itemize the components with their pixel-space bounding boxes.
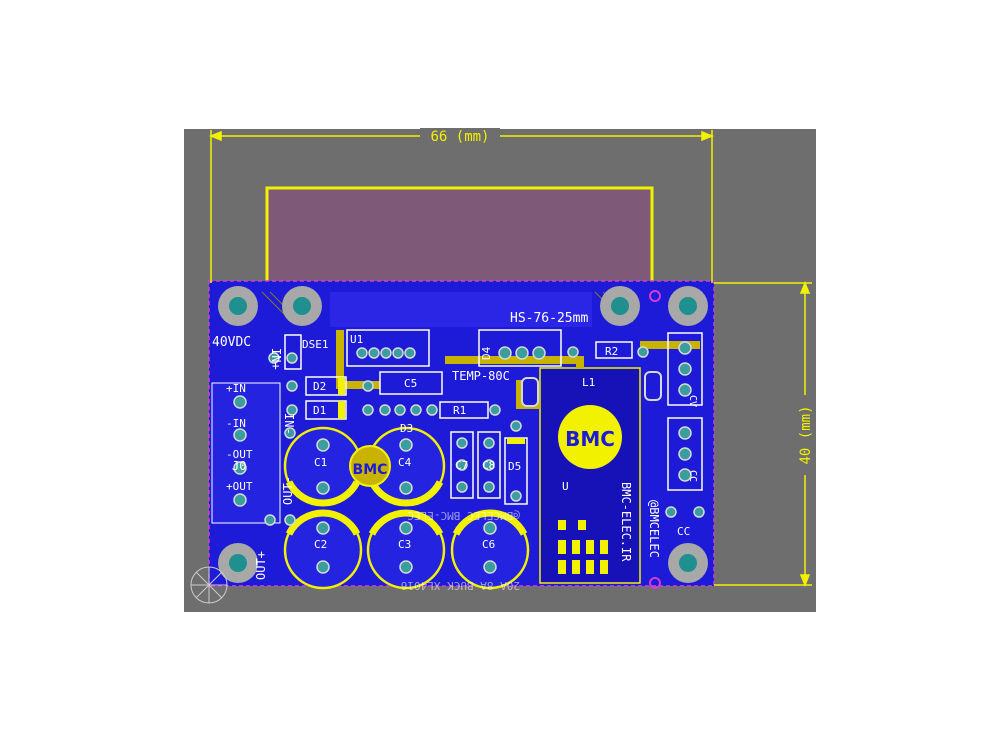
j0-in-minus-label: -IN (226, 417, 246, 430)
d3-label: D3 (400, 422, 413, 435)
r2-label: R2 (605, 345, 618, 358)
dse1-label: DSE1 (302, 338, 329, 351)
bmc-logo-small-text: BMC (353, 462, 388, 478)
copper-pour-top (330, 292, 592, 327)
keepout-outline (208, 280, 715, 587)
pads (233, 341, 705, 574)
j0-out-plus-label: +OUT (226, 480, 253, 493)
d1-label: D1 (313, 404, 326, 417)
c6-label: C6 (482, 538, 495, 551)
right-silk-text-2: @BMCELEC (647, 500, 661, 558)
in-minus-label: IN- (282, 413, 296, 435)
right-silk-text-1: BMC-ELEC.IR (619, 482, 633, 562)
height-dimension-label: 40 (mm) (798, 405, 814, 464)
c3-label: C3 (398, 538, 411, 551)
j0-out-minus-label: -OUT (226, 448, 253, 461)
d4-label: D4 (480, 346, 493, 360)
r1-label: R1 (453, 404, 466, 417)
u1-label: U1 (350, 333, 363, 346)
cc-label: CC (677, 525, 690, 538)
origin-marker (190, 566, 228, 604)
heatsink-label: HS-76-25mm (510, 311, 588, 326)
width-label-bg (420, 128, 500, 144)
inductor-pads (521, 371, 662, 407)
cc-pot-label: CC (687, 470, 698, 482)
electrolytic-capacitors (283, 426, 530, 590)
j0-label: J0 (232, 459, 246, 473)
u-label: U (562, 480, 569, 493)
c8-label: C8 (482, 459, 495, 472)
mounting-holes (218, 286, 708, 589)
l1-label: L1 (582, 376, 595, 389)
diode-bars (338, 377, 525, 444)
bmc-logo: BMC (558, 405, 622, 469)
c5-label: C5 (404, 377, 417, 390)
j0-in-plus-label: +IN (226, 382, 246, 395)
height-label-bg (797, 395, 813, 475)
bottom-silk-text-2: @BMCELEC BMC-ELEC (407, 509, 520, 522)
out-minus-label: OUT- (281, 476, 295, 505)
in-plus-label: IN+ (269, 348, 283, 370)
c7-label: C7 (455, 459, 468, 472)
c2-label: C2 (314, 538, 327, 551)
cv-pot-label: CV (687, 395, 698, 407)
c1-label: C1 (314, 456, 327, 469)
d5-label: D5 (508, 460, 521, 473)
supply-voltage-label: 40VDC (212, 335, 251, 350)
c4-label: C4 (398, 456, 412, 469)
d2-label: D2 (313, 380, 326, 393)
bmc-logo-text: BMC (565, 427, 615, 451)
bottom-silk-text-1: 20A 8A BUCK XL4016 (401, 579, 520, 592)
smd-pads (558, 520, 608, 574)
out-plus-label: OUT+ (254, 551, 268, 580)
width-dimension-label: 66 (mm) (430, 129, 489, 145)
temp-label: TEMP-80C (452, 369, 510, 383)
